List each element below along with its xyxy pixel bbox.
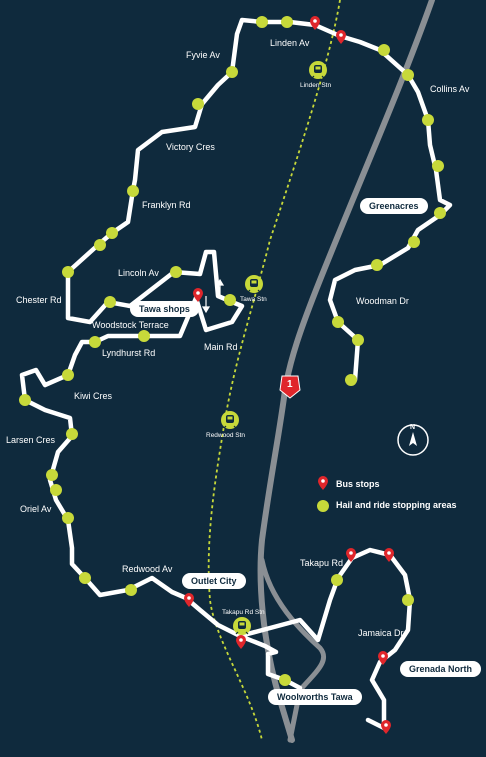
map-pin-icon [378, 651, 388, 665]
hail-ride-dot [79, 572, 91, 584]
street-label-victory-cres: Victory Cres [166, 142, 215, 152]
two-way-arrow-icon [201, 278, 225, 314]
rail-line [207, 0, 341, 741]
place-label-outlet-city: Outlet City [182, 573, 246, 589]
street-label-chester-rd: Chester Rd [16, 295, 62, 305]
bus-stop-markers [184, 16, 394, 734]
map-pin-icon [310, 16, 320, 30]
hail-ride-dot [352, 334, 364, 346]
station-label-redwood: Redwood Stn [206, 432, 246, 439]
street-label-oriel-av: Oriel Av [20, 504, 52, 514]
hail-ride-dot [89, 336, 101, 348]
map-pin-icon [384, 548, 394, 562]
street-label-linden-av: Linden Av [270, 38, 310, 48]
hail-ride-dot [62, 512, 74, 524]
north-arrow-icon [397, 424, 429, 456]
street-label-main-rd: Main Rd [204, 342, 238, 352]
hail-ride-dot [170, 266, 182, 278]
legend-hail-ride: Hail and ride stopping areas [336, 500, 457, 510]
train-icon [245, 275, 263, 293]
station-markers [221, 61, 327, 635]
map-pin-icon [381, 720, 391, 734]
station-label-tawa: Tawa Stn [240, 296, 267, 303]
highway-shield-icon [279, 375, 301, 399]
street-label-kiwi-cres: Kiwi Cres [74, 391, 113, 401]
hail-ride-dot [62, 369, 74, 381]
place-label-grenada-north: Grenada North [400, 661, 482, 677]
hail-ride-dot [138, 330, 150, 342]
hail-ride-dot [281, 16, 293, 28]
hail-ride-dot [226, 66, 238, 78]
train-icon [221, 411, 239, 429]
hail-ride-dot [62, 266, 74, 278]
hail-ride-dot [371, 259, 383, 271]
street-label-woodman-dr: Woodman Dr [356, 296, 409, 306]
station-label-linden: Linden Stn [300, 82, 332, 89]
map-pin-icon [317, 475, 328, 490]
street-label-fyvie-av: Fyvie Av [186, 50, 220, 60]
street-label-franklyn-rd: Franklyn Rd [142, 200, 191, 210]
train-icon [233, 617, 251, 635]
hail-ride-dot [331, 574, 343, 586]
hail-ride-dot [94, 239, 106, 251]
map-pin-icon [193, 288, 203, 302]
hail-ride-dot [402, 594, 414, 606]
map-pin-icon [336, 30, 346, 44]
train-icon [309, 61, 327, 79]
hail-ride-dot [192, 98, 204, 110]
hail-ride-dot [256, 16, 268, 28]
street-label-larsen-cres: Larsen Cres [6, 435, 56, 445]
hail-ride-dot [125, 584, 137, 596]
hail-ride-dot [378, 44, 390, 56]
hail-ride-dot [408, 236, 420, 248]
map-pin-icon [184, 593, 194, 607]
hail-ride-dot [432, 160, 444, 172]
legend-bus-stops: Bus stops [336, 479, 380, 489]
street-label-collins-av: Collins Av [430, 84, 470, 94]
street-label-jamaica-dr: Jamaica Dr [358, 628, 404, 638]
compass-north-label: N [410, 424, 416, 431]
dot-icon [317, 500, 329, 512]
legend-symbols [317, 475, 329, 512]
street-label-redwood-av: Redwood Av [122, 564, 173, 574]
station-label-takapu-rd: Takapu Rd Stn [222, 609, 265, 616]
highway-link [259, 557, 327, 743]
place-label-woolworths-tawa: Woolworths Tawa [268, 689, 362, 705]
hail-ride-dot [46, 469, 58, 481]
hail-ride-dot [224, 294, 236, 306]
map-pin-icon [346, 548, 356, 562]
highway-shield-number: 1 [287, 379, 293, 390]
hail-ride-dot [19, 394, 31, 406]
hail-ride-dot [66, 428, 78, 440]
map-pin-icon [236, 635, 246, 649]
place-label-greenacres: Greenacres [360, 198, 428, 214]
hail-ride-dot [50, 484, 62, 496]
hail-ride-dot [345, 374, 357, 386]
hail-ride-dot [434, 207, 446, 219]
hail-ride-dot [127, 185, 139, 197]
bus-route-south [237, 547, 413, 731]
street-label-takapu-rd: Takapu Rd [300, 558, 344, 568]
hail-ride-dot [422, 114, 434, 126]
street-label-woodstock-terrace: Woodstock Terrace [92, 320, 169, 330]
hail-ride-dot [279, 674, 291, 686]
hail-ride-dot [332, 316, 344, 328]
place-label-tawa-shops: Tawa shops [130, 301, 199, 317]
hail-ride-dot [402, 69, 414, 81]
street-label-lincoln-av: Lincoln Av [118, 268, 159, 278]
hail-ride-dot [104, 296, 116, 308]
street-label-lyndhurst-rd: Lyndhurst Rd [102, 348, 156, 358]
hail-ride-dot [106, 227, 118, 239]
hail-and-ride-dots [19, 16, 446, 686]
